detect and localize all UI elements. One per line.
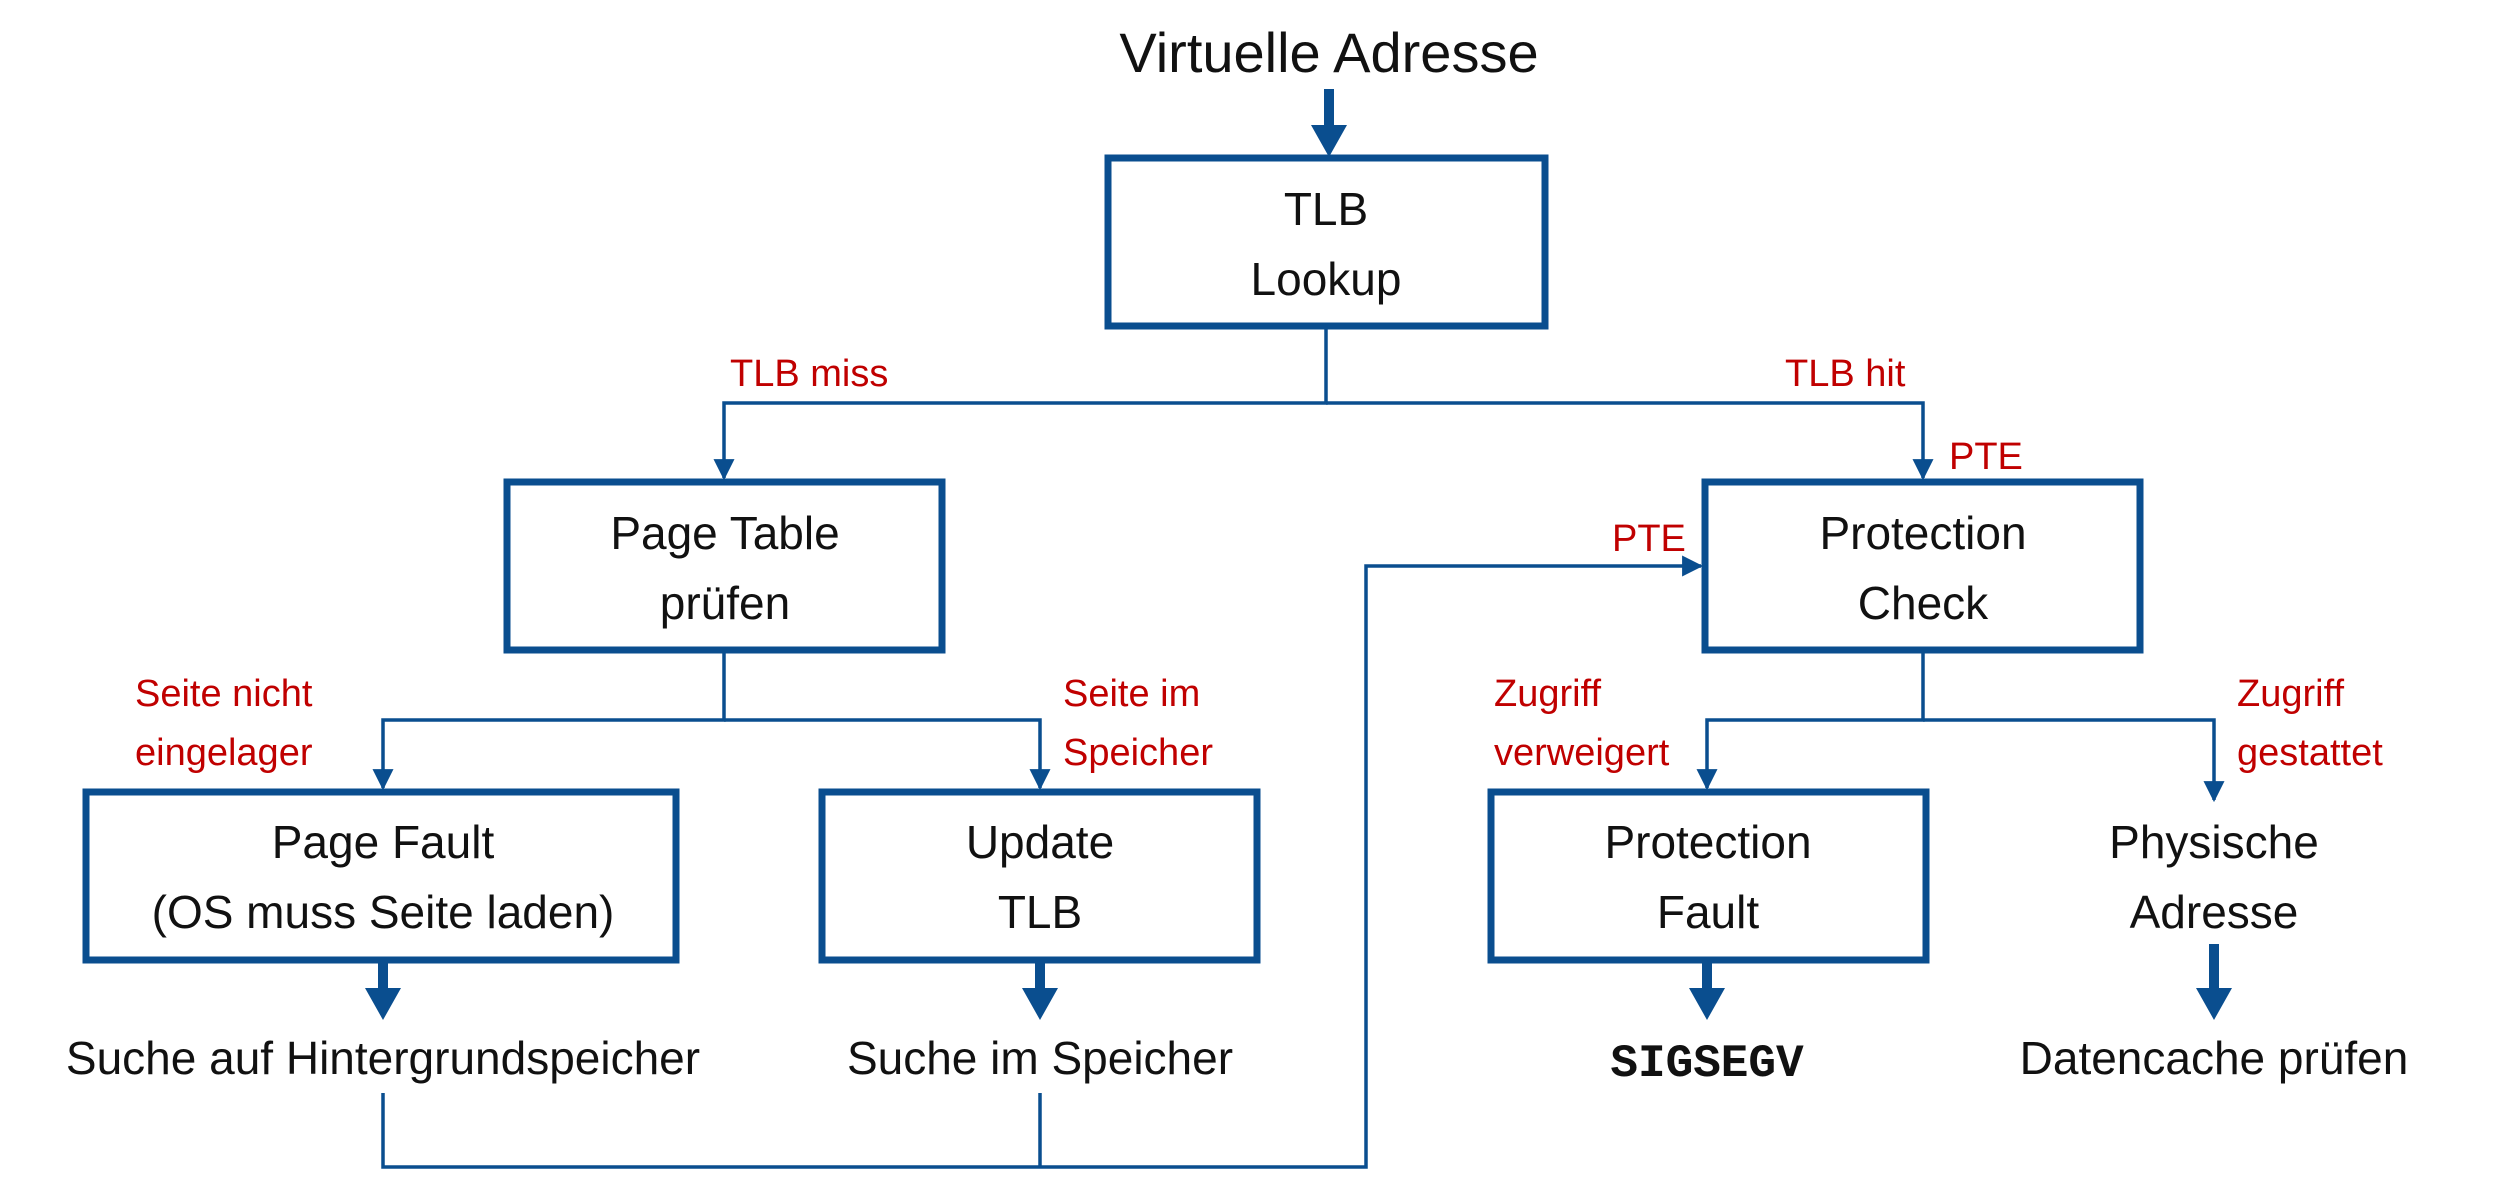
connector-pagetable-split bbox=[372, 652, 1051, 791]
protection-check-line1: Protection bbox=[1819, 507, 2026, 559]
tlb-lookup-line1: TLB bbox=[1284, 183, 1368, 235]
label-seite-im-1: Seite im bbox=[1063, 673, 1200, 715]
output-sigsegv: SIGSEGV bbox=[1610, 1038, 1804, 1090]
node-protection-check: Protection Check bbox=[1701, 478, 2144, 654]
physische-adresse-line2: Adresse bbox=[2130, 886, 2299, 938]
label-zugriff-verweigert-2: verweigert bbox=[1494, 732, 1670, 774]
arrow-protectionfault-output bbox=[1689, 962, 1725, 1020]
label-seite-nicht-2: eingelager bbox=[135, 732, 313, 774]
connector-tlb-split bbox=[713, 328, 1934, 481]
label-seite-nicht-1: Seite nicht bbox=[135, 673, 313, 715]
physische-adresse-line1: Physische bbox=[2109, 816, 2319, 868]
connector-return-path bbox=[381, 555, 1704, 1169]
update-tlb-line2: TLB bbox=[998, 886, 1082, 938]
label-pte-left: PTE bbox=[1612, 518, 1686, 560]
arrow-pagefault-output bbox=[365, 962, 401, 1020]
label-zugriff-gestattet-2: gestattet bbox=[2237, 732, 2383, 774]
arrow-title-to-tlb bbox=[1311, 89, 1347, 157]
node-protection-fault: Protection Fault bbox=[1487, 788, 1930, 964]
page-table-line2: prüfen bbox=[660, 577, 790, 629]
node-physische-adresse: Physische Adresse bbox=[2109, 816, 2319, 938]
connector-protection-split bbox=[1696, 652, 2225, 803]
node-page-table: Page Table prüfen bbox=[503, 478, 946, 654]
label-zugriff-verweigert-1: Zugriff bbox=[1494, 673, 1601, 715]
label-pte-top: PTE bbox=[1949, 436, 2023, 478]
page-table-line1: Page Table bbox=[610, 507, 839, 559]
protection-fault-line1: Protection bbox=[1604, 816, 1811, 868]
arrow-physische-output bbox=[2196, 944, 2232, 1020]
tlb-lookup-line2: Lookup bbox=[1251, 253, 1402, 305]
arrow-updatetlb-output bbox=[1022, 962, 1058, 1020]
label-tlb-miss: TLB miss bbox=[730, 353, 888, 395]
update-tlb-line1: Update bbox=[966, 816, 1114, 868]
node-page-fault: Page Fault (OS muss Seite laden) bbox=[82, 788, 680, 964]
label-tlb-hit: TLB hit bbox=[1785, 353, 1906, 395]
output-suche-im-speicher: Suche im Speicher bbox=[847, 1032, 1233, 1084]
node-tlb-lookup: TLB Lookup bbox=[1104, 154, 1549, 330]
title-virtuelle-adresse: Virtuelle Adresse bbox=[1119, 21, 1538, 84]
label-seite-im-2: Speicher bbox=[1063, 732, 1213, 774]
node-update-tlb: Update TLB bbox=[818, 788, 1261, 964]
output-hintergrundspeicher: Suche auf Hintergrundspeicher bbox=[66, 1032, 700, 1084]
page-fault-line2: (OS muss Seite laden) bbox=[152, 886, 615, 938]
label-zugriff-gestattet-1: Zugriff bbox=[2237, 673, 2344, 715]
output-datencache: Datencache prüfen bbox=[2020, 1032, 2409, 1084]
protection-fault-line2: Fault bbox=[1657, 886, 1759, 938]
page-fault-line1: Page Fault bbox=[272, 816, 495, 868]
protection-check-line2: Check bbox=[1858, 577, 1989, 629]
